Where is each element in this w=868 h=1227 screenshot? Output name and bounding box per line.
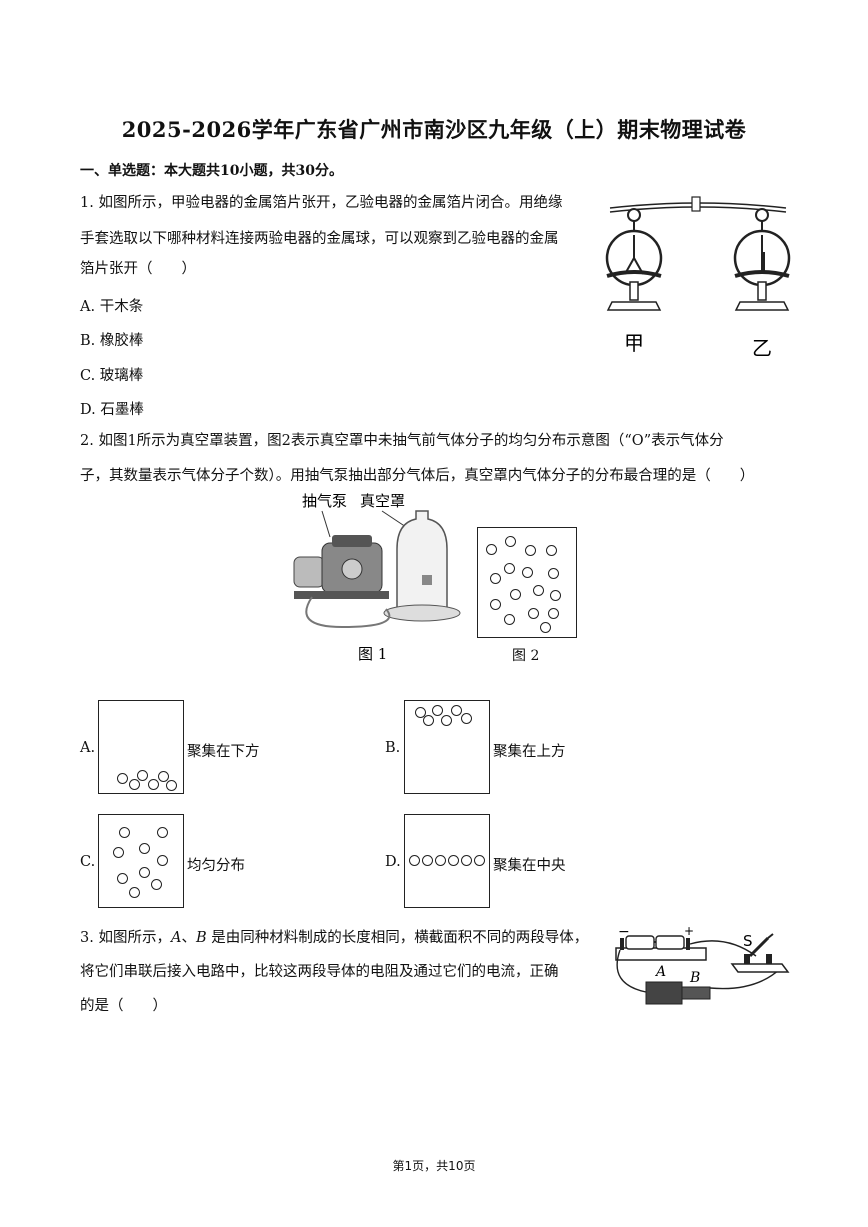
molecule (129, 887, 140, 898)
molecule (461, 855, 472, 866)
molecule (522, 567, 533, 578)
molecule (422, 855, 433, 866)
molecule (540, 622, 551, 633)
q3-stem-line: 3. 如图所示，A、B 是由同种材料制成的长度相同，横截面积不同的两段导体， (80, 928, 588, 948)
label-a: A (654, 964, 666, 980)
molecule (117, 773, 128, 784)
jar-label: 真空罩 (360, 492, 405, 510)
molecule (158, 771, 169, 782)
q2-option-b-letter[interactable]: B. (385, 740, 401, 756)
molecule (137, 770, 148, 781)
molecule (448, 855, 459, 866)
fig2-label: 图 2 (512, 648, 540, 664)
fig2-box (477, 527, 577, 638)
conductor-a (645, 981, 683, 1005)
q2-option-d-text[interactable]: 聚集在中央 (493, 858, 566, 874)
q2-option-c-letter[interactable]: C. (80, 854, 96, 870)
circuit-figure: − + S A B (615, 924, 790, 1005)
electroscope-yi (733, 208, 791, 311)
q1-stem-line: 1. 如图所示，甲验电器的金属箔片张开，乙验电器的金属箔片闭合。用绝缘 (80, 195, 563, 211)
molecule (148, 779, 159, 790)
molecule (504, 563, 515, 574)
battery-icon (620, 935, 690, 950)
q1-stem-line: 手套选取以下哪种材料连接两验电器的金属球，可以观察到乙验电器的金属 (80, 231, 559, 247)
q2-option-b-text[interactable]: 聚集在上方 (493, 744, 566, 760)
molecule (117, 873, 128, 884)
vacuum-jar-icon (383, 510, 461, 622)
q3-stem-line: 的是（ ） (80, 998, 167, 1014)
label-jia: 甲 (624, 331, 644, 355)
q1-option-c[interactable]: C. 玻璃棒 (80, 368, 144, 384)
q1-stem-line: 箔片张开（ ） (80, 261, 196, 277)
q1-option-b[interactable]: B. 橡胶棒 (80, 333, 144, 349)
q1-option-d[interactable]: D. 石墨棒 (80, 402, 144, 418)
molecule (474, 855, 485, 866)
molecule (157, 827, 168, 838)
electroscope-jia (605, 208, 663, 311)
molecule (139, 843, 150, 854)
molecule (504, 614, 515, 625)
molecule (548, 568, 559, 579)
molecule (533, 585, 544, 596)
q2-option-a-letter[interactable]: A. (80, 740, 96, 756)
molecule (129, 779, 140, 790)
molecule (157, 855, 168, 866)
molecule (441, 715, 452, 726)
molecule (151, 879, 162, 890)
molecule (510, 589, 521, 600)
q3-stem-line: 将它们串联后接入电路中，比较这两段导体的电阻及通过它们的电流，正确 (80, 964, 559, 980)
molecule (528, 608, 539, 619)
molecule (461, 713, 472, 724)
molecule (546, 545, 557, 556)
pump-label: 抽气泵 (302, 492, 347, 510)
fig1-label: 图 1 (358, 645, 387, 663)
q2-stem-line: 2. 如图1所示为真空罩装置，图2表示真空罩中未抽气前气体分子的均匀分布示意图（… (80, 433, 724, 449)
molecule (525, 545, 536, 556)
molecule (548, 608, 559, 619)
molecule (550, 590, 561, 601)
page-title: 2025-2026学年广东省广州市南沙区九年级（上）期末物理试卷 (121, 117, 747, 142)
battery-minus: − (618, 924, 630, 940)
molecule (435, 855, 446, 866)
section-heading: 一、单选题：本大题共10小题，共30分。 (80, 163, 343, 179)
q2-option-d-letter[interactable]: D. (385, 854, 401, 870)
q3-stem-pre: 3. 如图所示， (80, 930, 171, 946)
molecule (119, 827, 130, 838)
molecule (113, 847, 124, 858)
q1-option-a[interactable]: A. 干木条 (80, 299, 144, 315)
molecule (166, 780, 177, 791)
q2-option-c-box[interactable] (98, 814, 184, 908)
molecule (486, 544, 497, 555)
q3-var-a: A (170, 930, 182, 946)
label-yi: 乙 (752, 336, 772, 360)
q3-var-b: B (195, 930, 207, 946)
q2-stem-line: 子，其数量表示气体分子个数）。用抽气泵抽出部分气体后，真空罩内气体分子的分布最合… (80, 468, 755, 484)
q2-option-c-text[interactable]: 均匀分布 (187, 858, 245, 874)
q3-stem-sep: 、 (181, 930, 196, 946)
conductor-b (681, 986, 711, 1000)
molecule (409, 855, 420, 866)
molecule (139, 867, 150, 878)
vacuum-pump-figure: 抽气泵 真空罩 图 1 (293, 492, 461, 663)
q2-option-a-box[interactable] (98, 700, 184, 794)
molecule (451, 705, 462, 716)
switch-icon (730, 933, 790, 973)
q2-option-d-box[interactable] (404, 814, 490, 908)
molecule (490, 573, 501, 584)
q2-option-a-text[interactable]: 聚集在下方 (187, 744, 260, 760)
molecule (423, 715, 434, 726)
molecule (432, 705, 443, 716)
switch-label: S (743, 932, 753, 950)
molecule (505, 536, 516, 547)
molecule (415, 707, 426, 718)
page-footer: 第1页，共10页 (392, 1159, 476, 1173)
electroscope-figure: 甲 乙 (605, 196, 791, 360)
battery-plus: + (684, 924, 694, 938)
q2-option-b-box[interactable] (404, 700, 490, 794)
molecule (490, 599, 501, 610)
label-b: B (689, 970, 700, 986)
q3-stem-post: 是由同种材料制成的长度相同，横截面积不同的两段导体， (206, 930, 589, 946)
pump-icon (293, 535, 389, 599)
